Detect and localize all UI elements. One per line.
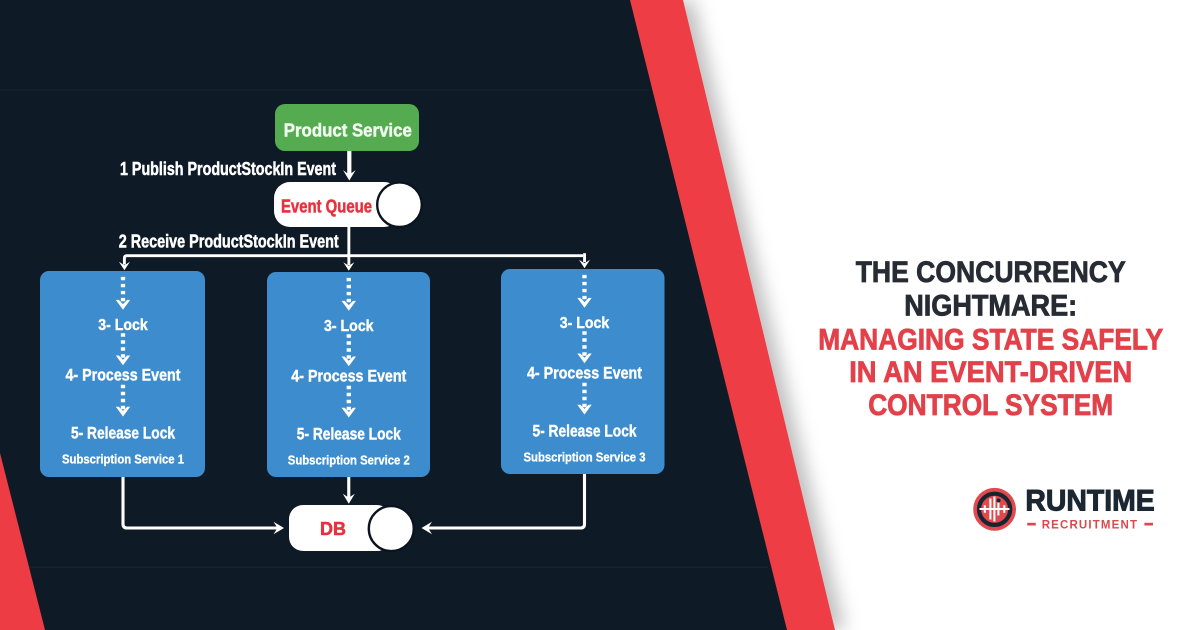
svg-text:MANAGING STATE SAFELY: MANAGING STATE SAFELY xyxy=(818,324,1163,357)
svg-text:CONTROL SYSTEM: CONTROL SYSTEM xyxy=(868,389,1113,422)
svg-text:Subscription Service 2: Subscription Service 2 xyxy=(288,453,410,468)
svg-text:THE CONCURRENCY: THE CONCURRENCY xyxy=(856,256,1126,289)
svg-text:3- Lock: 3- Lock xyxy=(560,315,610,332)
svg-text:5- Release Lock: 5- Release Lock xyxy=(297,426,402,444)
svg-text:4- Process Event: 4- Process Event xyxy=(291,367,406,385)
svg-text:Subscription Service 3: Subscription Service 3 xyxy=(524,450,646,465)
svg-text:RECRUITMENT: RECRUITMENT xyxy=(1042,520,1139,532)
svg-text:5- Release Lock: 5- Release Lock xyxy=(71,425,176,443)
svg-text:RUNTIME: RUNTIME xyxy=(1025,484,1154,517)
svg-text:1 Publish ProductStockIn Event: 1 Publish ProductStockIn Event xyxy=(120,159,336,179)
svg-text:Event Queue: Event Queue xyxy=(281,197,372,217)
svg-text:Subscription Service 1: Subscription Service 1 xyxy=(62,452,184,467)
svg-text:2 Receive ProductStockIn Event: 2 Receive ProductStockIn Event xyxy=(119,231,339,251)
svg-text:5- Release Lock: 5- Release Lock xyxy=(533,423,638,441)
svg-text:3- Lock: 3- Lock xyxy=(324,318,374,335)
svg-text:DB: DB xyxy=(320,519,346,539)
svg-text:3- Lock: 3- Lock xyxy=(98,317,148,334)
svg-text:Product Service: Product Service xyxy=(284,119,412,140)
svg-text:IN AN EVENT-DRIVEN: IN AN EVENT-DRIVEN xyxy=(849,356,1132,389)
svg-text:4- Process Event: 4- Process Event xyxy=(66,366,181,384)
svg-text:NIGHTMARE:: NIGHTMARE: xyxy=(904,290,1077,323)
svg-text:4- Process Event: 4- Process Event xyxy=(527,364,642,382)
